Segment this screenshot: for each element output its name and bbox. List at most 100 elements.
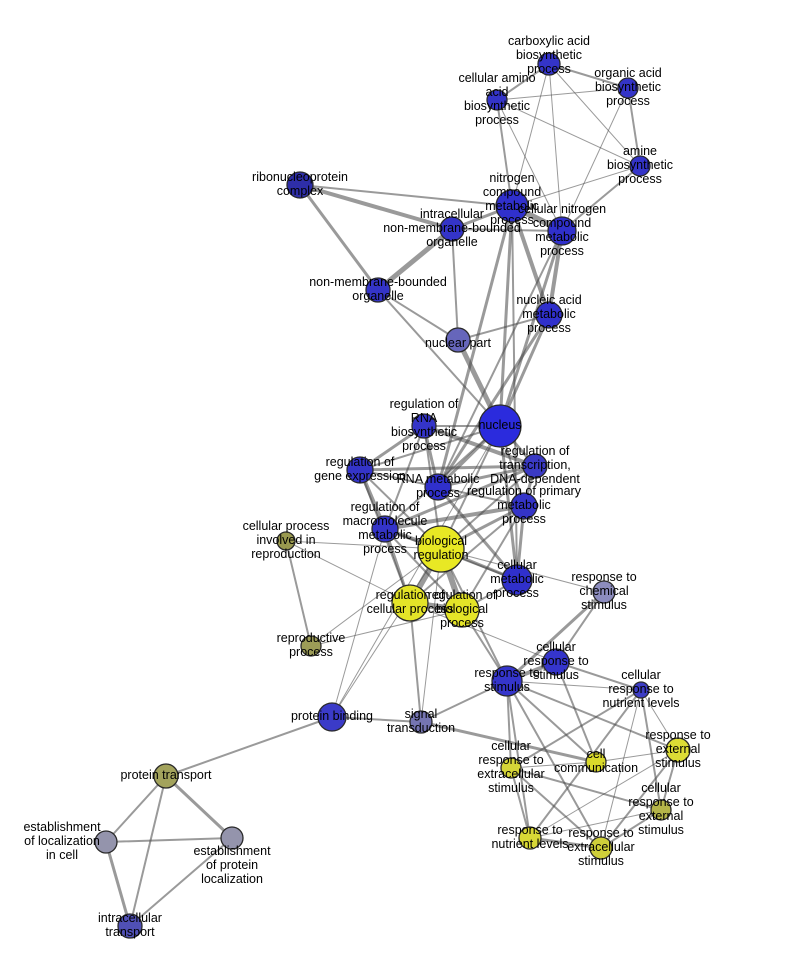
graph-edge-protein_binding--protein_transport [165,716,333,777]
graph-edge-cell_resp_extracell--cell_resp_external [510,767,662,811]
graph-node-cell_metab[interactable] [501,564,533,596]
graph-edge-signal_trans--protein_binding [331,716,422,723]
graph-edge-protein_binding--bio_reg [331,548,442,718]
graph-edge-resp_external--cell_comm [595,749,679,763]
graph-node-resp_nutrient[interactable] [518,826,542,850]
graph-edge-cell_nitrogen--rna_metab [437,230,563,488]
graph-edge-reproductive--reg_bio_proc [310,609,463,647]
graph-node-reg_transc[interactable] [522,453,548,479]
graph-node-rna_metab[interactable] [424,473,452,501]
graph-edge-rnp--nmb_org [298,183,380,292]
graph-node-resp_chem[interactable] [592,580,616,604]
graph-node-cell_nitrogen[interactable] [547,216,577,246]
graph-node-intra_transport[interactable] [117,913,143,939]
graph-edge-nitrogen--nucleic [510,204,551,317]
graph-edge-cell_resp_nutrient--resp_nutrient [529,689,642,839]
graph-node-protein_transport[interactable] [153,763,179,789]
graph-node-signal_trans[interactable] [409,710,433,734]
graph-node-cell_resp_nutrient[interactable] [632,681,650,699]
graph-edge-resp_stim--resp_external [506,680,679,751]
graph-edge-resp_chem--cell_resp_stim [555,591,605,663]
graph-edge-cell_nitrogen--nucleus [498,229,564,428]
graph-edge-organic--cell_amino [496,87,629,101]
graph-node-bio_reg[interactable] [417,525,465,573]
graph-edge-protein_transport--est_loc_cell [105,775,167,843]
graph-edge-est_loc_cell--intra_transport [104,840,132,928]
graph-edge-organic--cell_nitrogen [561,87,629,232]
graph-edge-resp_nutrient--resp_extracell [528,836,603,850]
graph-node-resp_external[interactable] [665,737,691,763]
graph-edge-reg_primary--reg_macro [383,504,526,531]
edges-layer [104,63,679,928]
graph-node-rnp[interactable] [286,171,314,199]
graph-edge-cell_resp_stim--cell_resp_nutrient [555,661,642,691]
graph-node-reg_rna[interactable] [411,413,437,439]
graph-node-reproductive[interactable] [300,635,322,657]
graph-node-intra_nmb[interactable] [439,216,465,242]
graph-edge-cpir--bio_reg [285,540,442,550]
graph-edge-intra_nmb--nmb_org [375,226,455,293]
graph-edge-resp_chem--resp_stim [505,590,606,683]
graph-node-reg_cell_proc[interactable] [391,584,429,622]
graph-node-nucleic[interactable] [535,301,563,329]
graph-edge-cell_resp_extracell--resp_extracell [510,767,602,849]
graph-edge-rna_metab--reg_primary [437,486,525,507]
graph-edge-resp_stim--cell_resp_nutrient [506,680,642,691]
graph-edge-carboxylic--organic [548,63,629,89]
graph-node-organic[interactable] [617,77,639,99]
graph-edge-nmb_org--nucleus [377,289,501,427]
graph-edge-cell_resp_extracell--cell_comm [510,761,597,769]
graph-node-est_loc_cell[interactable] [94,830,118,854]
graph-edge-nucleic--nuclear_part [457,314,550,341]
graph-edge-protein_transport--intra_transport [129,775,167,927]
graph-edge-resp_extracell--cell_resp_external [600,809,662,849]
graph-edge-rnp--nitrogen [299,184,513,207]
graph-node-cpir[interactable] [276,531,296,551]
graph-edge-nmb_org--nuclear_part [377,289,459,341]
graph-edge-signal_trans--reg_cell_proc [409,602,422,723]
graph-edge-reg_primary--reg_bio_proc [461,505,525,611]
graph-edge-cpir--reg_cell_proc [285,540,411,604]
graph-edge-cpir--reproductive [285,540,312,647]
graph-node-nmb_org[interactable] [365,277,391,303]
graph-edge-cell_resp_extracell--resp_nutrient [510,767,531,839]
graph-node-cell_amino[interactable] [486,89,508,111]
nodes-layer [94,52,691,939]
graph-node-resp_stim[interactable] [491,665,523,697]
graph-node-est_prot_loc[interactable] [220,826,244,850]
graph-node-amine[interactable] [629,155,651,177]
graph-node-reg_primary[interactable] [510,492,538,520]
graph-edge-cell_amino--amine [496,99,641,167]
graph-edge-resp_stim--cell_comm [506,680,597,763]
graph-edge-organic--amine [627,87,641,167]
graph-node-reg_bio_proc[interactable] [444,592,480,628]
graph-node-cell_resp_stim[interactable] [542,648,570,676]
graph-node-protein_binding[interactable] [317,702,347,732]
graph-node-cell_resp_external[interactable] [650,799,672,821]
graph-edge-signal_trans--bio_reg [420,548,442,723]
graph-edge-est_loc_cell--est_prot_loc [105,837,233,843]
graph-edge-reg_macro--reg_bio_proc [384,528,463,611]
graph-edge-resp_nutrient--cell_resp_external [529,809,662,839]
graph-node-resp_extracell[interactable] [589,836,613,860]
graph-edge-rnp--intra_nmb [298,183,454,231]
graph-edge-reg_transc--reg_macro [383,464,537,531]
graph-node-carboxylic[interactable] [537,52,561,76]
graph-edge-reg_transc--rna_metab [436,464,537,489]
graph-edge-rna_metab--cell_metab [436,485,519,582]
graph-node-reg_gene[interactable] [346,456,374,484]
graph-node-nuclear_part[interactable] [445,327,471,353]
graph-edge-cell_comm--signal_trans [419,720,598,764]
graph-node-cell_comm[interactable] [585,751,607,773]
graph-node-nitrogen[interactable] [495,189,529,223]
graph-node-nucleus[interactable] [478,404,522,448]
graph-edge-protein_transport--est_prot_loc [164,774,234,840]
graph-edge-cell_resp_nutrient--cell_resp_extracell [510,689,642,769]
graph-edge-cell_resp_nutrient--cell_resp_external [640,689,662,811]
graph-node-reg_macro[interactable] [371,515,399,543]
graph-node-cell_resp_extracell[interactable] [500,757,522,779]
graph-edge-cell_resp_nutrient--resp_extracell [600,689,642,849]
graph-edge-carboxylic--amine [548,63,641,167]
